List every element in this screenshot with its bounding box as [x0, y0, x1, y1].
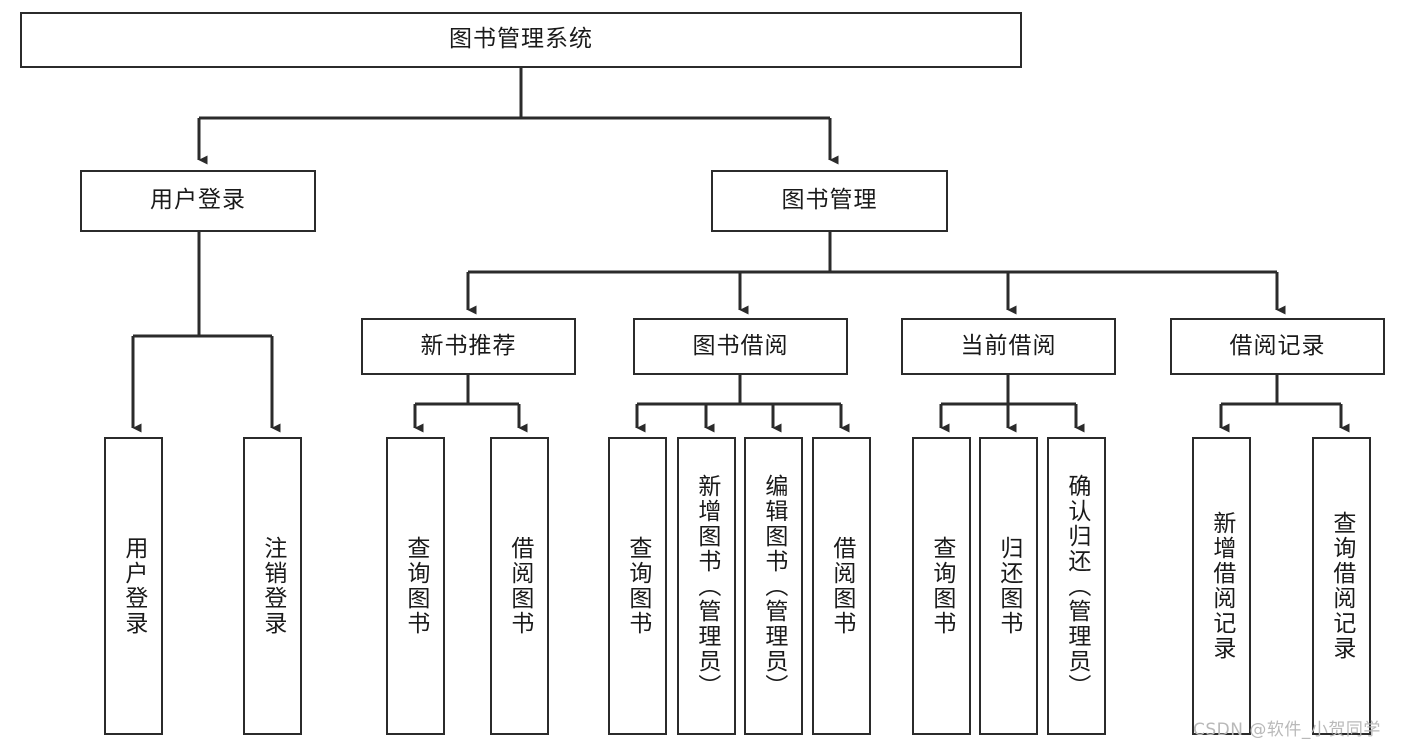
leaf-current-confirm-return-admin[interactable]: 确认归还（管理员） — [1047, 437, 1106, 735]
node-label: 新增图书（管理员） — [693, 473, 720, 699]
edge-newbook-to-leaves — [413, 375, 528, 433]
node-borrow-record[interactable]: 借阅记录 — [1170, 318, 1385, 375]
csdn-watermark: CSDN @软件_小贺同学 — [1193, 720, 1381, 740]
node-new-book-recommend[interactable]: 新书推荐 — [361, 318, 576, 375]
node-label: 用户登录 — [150, 187, 246, 214]
node-label: 当前借阅 — [960, 332, 1057, 359]
edge-userlogin-to-leaves — [131, 232, 281, 433]
leaf-user-login-signin[interactable]: 用户登录 — [104, 437, 163, 735]
edge-bookmgmt-to-level3 — [466, 232, 1286, 315]
node-label: 编辑图书（管理员） — [760, 473, 787, 699]
leaf-newbook-borrow-book[interactable]: 借阅图书 — [490, 437, 549, 735]
node-book-management[interactable]: 图书管理 — [711, 170, 948, 232]
node-label: 归还图书 — [995, 536, 1022, 636]
node-label: 查询借阅记录 — [1328, 511, 1355, 661]
node-label: 图书管理 — [781, 187, 878, 214]
leaf-current-query-book[interactable]: 查询图书 — [912, 437, 971, 735]
node-label: 查询图书 — [624, 536, 651, 636]
edge-record-to-leaves — [1219, 375, 1350, 433]
leaf-borrow-query-book[interactable]: 查询图书 — [608, 437, 667, 735]
leaf-borrow-add-book-admin[interactable]: 新增图书（管理员） — [677, 437, 736, 735]
node-user-login[interactable]: 用户登录 — [80, 170, 316, 232]
node-label: 借阅记录 — [1229, 332, 1326, 359]
leaf-user-login-signout[interactable]: 注销登录 — [243, 437, 302, 735]
node-label: 确认归还（管理员） — [1063, 473, 1090, 699]
node-root-system[interactable]: 图书管理系统 — [20, 12, 1022, 68]
node-label: 查询图书 — [928, 536, 955, 636]
node-label: 注销登录 — [259, 536, 286, 636]
edge-root-to-level2 — [197, 68, 839, 165]
edge-borrow-to-leaves — [635, 375, 850, 433]
node-label: 借阅图书 — [828, 536, 855, 636]
node-label: 借阅图书 — [506, 536, 533, 636]
node-label: 图书借阅 — [692, 332, 789, 359]
leaf-current-return-book[interactable]: 归还图书 — [979, 437, 1038, 735]
node-current-borrow[interactable]: 当前借阅 — [901, 318, 1116, 375]
node-label: 新增借阅记录 — [1208, 511, 1235, 661]
leaf-record-query-record[interactable]: 查询借阅记录 — [1312, 437, 1371, 735]
edge-current-to-leaves — [939, 375, 1085, 433]
node-label: 新书推荐 — [420, 332, 517, 359]
leaf-borrow-edit-book-admin[interactable]: 编辑图书（管理员） — [744, 437, 803, 735]
node-label: 图书管理系统 — [449, 26, 593, 53]
leaf-newbook-query-book[interactable]: 查询图书 — [386, 437, 445, 735]
leaf-borrow-borrow-book[interactable]: 借阅图书 — [812, 437, 871, 735]
leaf-record-add-record[interactable]: 新增借阅记录 — [1192, 437, 1251, 735]
node-label: 用户登录 — [120, 536, 147, 636]
node-book-borrow[interactable]: 图书借阅 — [633, 318, 848, 375]
node-label: 查询图书 — [402, 536, 429, 636]
